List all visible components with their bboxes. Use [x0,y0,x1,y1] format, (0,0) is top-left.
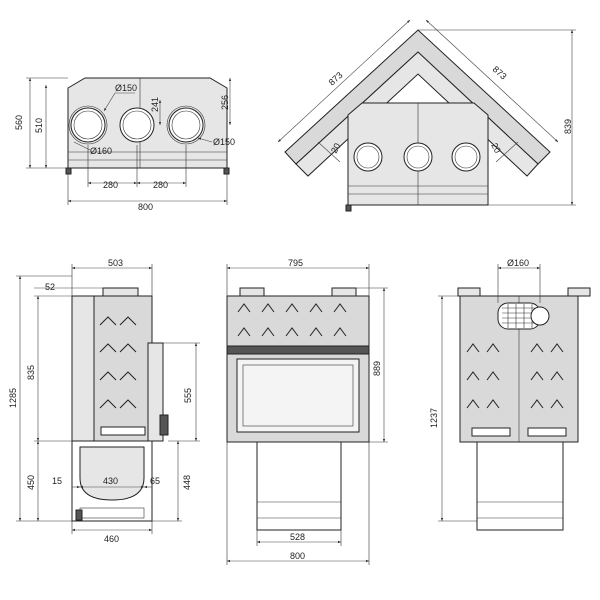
side-view-base-tray [79,446,145,501]
label-1237: 1237 [429,408,439,428]
corner-view-foot [345,204,352,212]
flue-right [166,105,206,145]
label-448: 448 [182,475,192,490]
top-view: Ø150 Ø160 Ø150 241 256 560 510 280 280 8… [14,77,235,212]
front-view-hood [226,295,370,347]
flue-left [68,105,108,145]
front-view-glass-door [236,358,360,433]
label-800-top: 800 [138,202,153,212]
label-873-right: 873 [491,64,509,81]
label-d160-back: Ø160 [507,258,529,268]
label-555: 555 [183,388,193,403]
back-view-flue-pipe [497,302,550,330]
label-256: 256 [220,95,230,110]
label-528: 528 [290,532,305,542]
label-800-front: 800 [290,551,305,561]
label-280-left: 280 [103,180,118,190]
label-d150-right: Ø150 [213,137,235,147]
corner-flue-right [451,142,481,172]
label-d160: Ø160 [90,146,112,156]
label-839: 839 [563,119,573,134]
label-503: 503 [108,258,123,268]
label-280-right: 280 [153,180,168,190]
corner-hood-inner [295,51,539,177]
label-835: 835 [26,365,36,380]
top-view-foot [65,167,72,175]
back-view-chimney-right [567,287,591,297]
label-873-left: 873 [327,70,345,87]
label-510: 510 [34,118,44,133]
front-view-chimney-right [331,287,357,297]
back-view-base [476,441,564,531]
corner-view: 873 873 20 20 839 [277,19,576,212]
label-241: 241 [150,97,160,112]
label-65: 65 [150,476,160,486]
label-20-right: 20 [489,141,503,155]
label-430: 430 [103,476,118,486]
label-450: 450 [26,475,36,490]
label-15: 15 [52,476,62,486]
label-52: 52 [45,282,55,292]
corner-flue-left [353,142,383,172]
front-view-base [256,441,342,531]
front-view: 795 889 528 800 [226,258,388,565]
front-view-chimney-left [239,287,265,297]
label-20-left: 20 [329,141,343,155]
label-889: 889 [372,361,382,376]
back-view: Ø160 1237 [429,258,591,531]
label-d150-top: Ø150 [115,83,137,93]
side-view-chimney [102,287,139,297]
back-view-chimney-left [457,287,481,297]
label-795: 795 [288,258,303,268]
label-1285: 1285 [8,388,18,408]
flue-center [119,107,155,143]
corner-flue-center [403,142,433,172]
label-560: 560 [14,115,24,130]
label-460: 460 [104,534,119,544]
side-view: 503 52 835 1285 555 450 15 430 65 448 46… [8,258,200,544]
